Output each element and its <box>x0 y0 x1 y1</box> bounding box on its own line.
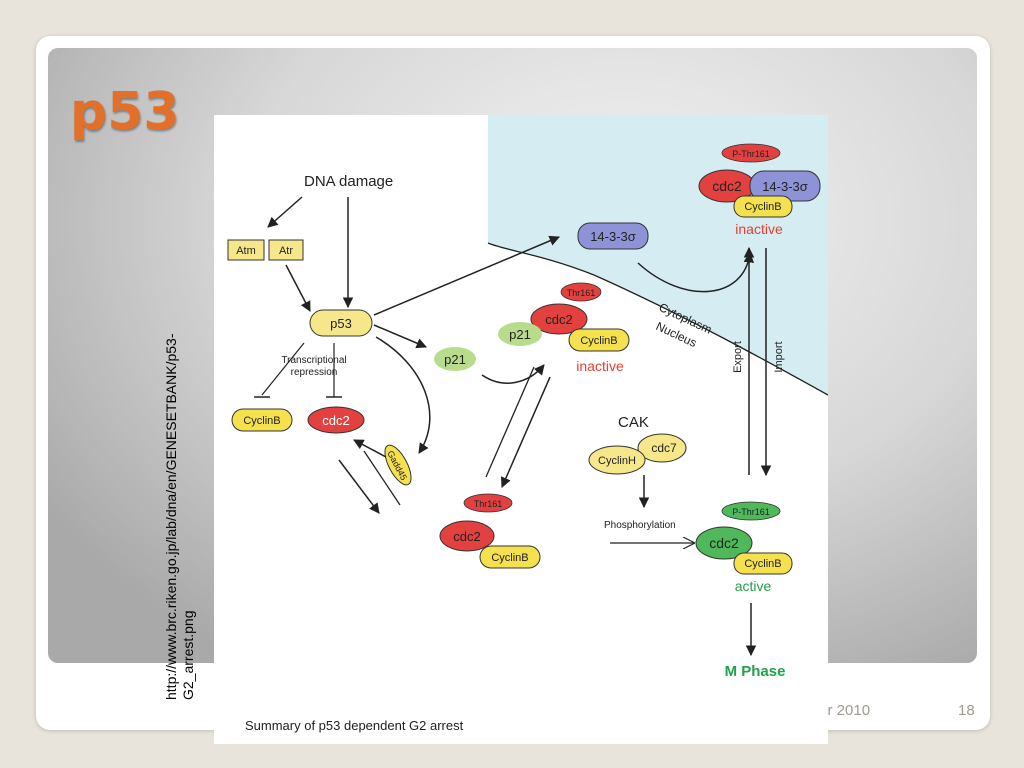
footer-date: ter 2010 <box>815 702 871 719</box>
cdc7-label: cdc7 <box>651 441 677 455</box>
atr-label: Atr <box>279 245 293 257</box>
p-thr161-top-node <box>721 143 781 163</box>
cyclinb-inhibited-label: CyclinB <box>580 335 617 347</box>
page-number: 18 <box>958 702 975 719</box>
inactive-label-top: inactive <box>735 221 783 237</box>
cdc7-node <box>637 433 687 463</box>
p53-node <box>309 309 373 337</box>
arrow-cdc2-up-left <box>363 450 401 506</box>
cdc2-left-label: cdc2 <box>322 413 349 428</box>
p21-free-label: p21 <box>444 352 466 367</box>
repression-label: repression <box>291 367 338 378</box>
m-phase-label: M Phase <box>725 663 786 680</box>
figure-caption: Summary of p53 dependent G2 arrest <box>245 718 464 733</box>
inactive-label-middle: inactive <box>576 358 624 374</box>
atr-box <box>268 239 304 261</box>
arrow-cdc2-down-left <box>338 459 380 514</box>
p21-bound-node <box>498 322 542 346</box>
arrow-complex-down <box>500 376 551 488</box>
import-label: Import <box>773 341 785 372</box>
p53-pathway-figure: DNA damage Atm Atr p53 Transcriptional r… <box>214 115 828 744</box>
slide-title: p53 <box>70 82 180 142</box>
sigma-bound-label: 14-3-3σ <box>762 179 808 194</box>
arrow-dna-to-atm <box>267 196 303 228</box>
source-url: http://www.brc.riken.go.jp/lab/dna/en/GE… <box>163 333 196 700</box>
cyclinb-left-label: CyclinB <box>243 415 280 427</box>
cdc2-active-node <box>695 526 753 560</box>
cyclinh-node <box>588 445 646 475</box>
arrow-atm-to-p53 <box>285 264 311 312</box>
cyclinb-bottom-node <box>479 545 541 569</box>
cdc2-inhibited-label: cdc2 <box>545 312 572 327</box>
cyclinb-bottom-label: CyclinB <box>491 552 528 564</box>
thr161-top-label: Thr161 <box>567 288 596 298</box>
thr161-top-node <box>560 282 602 302</box>
active-label: active <box>735 578 772 594</box>
sigma-free-node <box>577 222 649 250</box>
export-label: Export <box>732 341 744 373</box>
thr161-bottom-node <box>463 493 513 513</box>
cak-label: CAK <box>618 414 649 431</box>
cyclinh-label: CyclinH <box>598 455 636 467</box>
atm-label: Atm <box>236 245 256 257</box>
cdc2-active-label: cdc2 <box>709 535 739 551</box>
cyclinb-active-label: CyclinB <box>744 558 781 570</box>
p-thr161-active-node <box>721 501 781 521</box>
atm-box <box>227 239 265 261</box>
cdc2-inhibited-node <box>530 303 588 335</box>
p-thr161-top-label: P-Thr161 <box>732 149 770 159</box>
cdc2-bottom-label: cdc2 <box>453 529 480 544</box>
p-thr161-active-label: P-Thr161 <box>732 507 770 517</box>
sigma-free-label: 14-3-3σ <box>590 229 636 244</box>
p21-free-node <box>434 347 476 371</box>
inhibit-p53-cyclinb <box>261 342 305 396</box>
cyclinb-left-node <box>231 408 293 432</box>
cyclinb-active-node <box>733 552 793 575</box>
cyclinb-sigma-label: CyclinB <box>744 201 781 213</box>
nuclear-membrane <box>487 242 828 396</box>
dna-damage-label: DNA damage <box>304 173 393 190</box>
cdc2-left-node <box>307 406 365 434</box>
arrow-complex-up <box>485 366 535 478</box>
transcriptional-label: Transcriptional <box>281 355 346 366</box>
p53-label: p53 <box>330 316 352 331</box>
cdc2-bottom-node <box>439 520 495 552</box>
arrow-p53-to-gadd45 <box>375 336 431 454</box>
arrow-gadd45-to-cdc2 <box>353 439 387 458</box>
arrow-sigma-to-complex <box>637 251 754 293</box>
cdc2-sigma-label: cdc2 <box>712 178 742 194</box>
arrow-p53-to-sigma <box>373 235 560 316</box>
cyclinb-sigma-node <box>733 195 793 218</box>
thr161-bottom-label: Thr161 <box>474 499 503 509</box>
phosphorylation-label: Phosphorylation <box>604 520 676 531</box>
arrow-p21-to-complex <box>481 364 545 384</box>
cyclinb-inhibited-node <box>568 328 630 352</box>
p21-bound-label: p21 <box>509 327 531 342</box>
gadd45-node <box>384 444 412 486</box>
arrow-p53-to-p21 <box>373 324 427 349</box>
